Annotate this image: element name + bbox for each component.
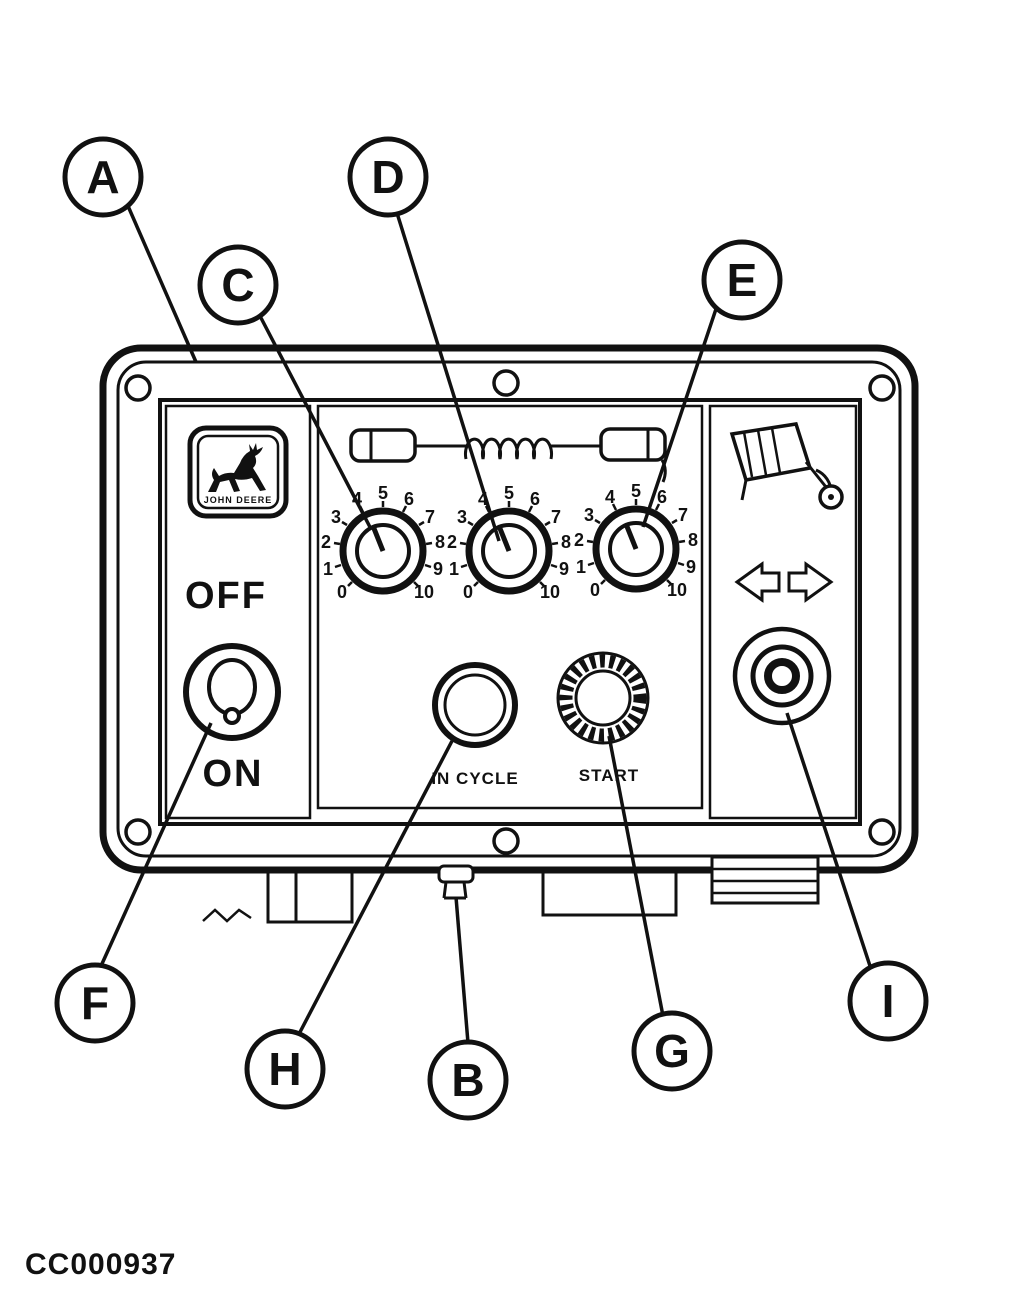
callout-g-leader xyxy=(607,735,665,1017)
screw-bottom-left xyxy=(124,818,152,846)
stud-head xyxy=(437,864,475,884)
stud-shank xyxy=(442,881,468,900)
callout-d-letter: D xyxy=(371,151,404,203)
marker-select-button xyxy=(732,626,832,726)
callout-a-leader xyxy=(126,205,198,363)
mounting-hardware xyxy=(202,855,820,924)
middle-section-frame xyxy=(316,404,704,810)
brand-text: JOHN DEERE xyxy=(204,495,273,505)
callout-c: C xyxy=(197,244,279,326)
in-cycle-lens xyxy=(443,673,507,737)
screw-bottom-middle xyxy=(492,827,520,855)
deer-icon xyxy=(208,443,266,492)
callout-a: A xyxy=(62,136,144,218)
callout-h: H xyxy=(244,1028,326,1110)
figure-code: CC000937 xyxy=(25,1248,176,1281)
callouts: A D C E F H B G xyxy=(54,136,929,1121)
start-label: START xyxy=(579,766,639,785)
callout-d: D xyxy=(347,136,429,218)
callout-b-circle xyxy=(427,1039,509,1121)
callout-i-circle xyxy=(847,960,929,1042)
cylinder-right-hook xyxy=(660,459,667,483)
in-cycle-button xyxy=(432,662,518,748)
callout-f-circle xyxy=(54,962,136,1044)
right-section xyxy=(729,422,844,726)
callout-a-letter: A xyxy=(86,151,119,203)
panel-body xyxy=(99,344,919,874)
start-knob xyxy=(556,651,650,745)
mounting-bracket-right xyxy=(541,868,678,917)
logo-inner-frame xyxy=(196,434,280,510)
screw-top-right xyxy=(868,374,896,402)
callout-f-letter: F xyxy=(81,977,109,1029)
callout-i-letter: I xyxy=(882,975,895,1027)
arrow-left xyxy=(734,561,781,603)
callout-c-letter: C xyxy=(221,259,254,311)
in-cycle-label: IN CYCLE xyxy=(431,769,518,788)
cylinder-icon-left xyxy=(349,428,417,463)
right-section-frame xyxy=(708,404,858,820)
callout-h-leader xyxy=(297,740,454,1035)
cylinder-icon-right xyxy=(599,427,667,462)
callout-e-circle xyxy=(701,239,783,321)
marker-button-bezel xyxy=(732,626,832,726)
callout-f: F xyxy=(54,962,136,1044)
panel-inner-border xyxy=(116,360,902,858)
left-section: JOHN DEERE OFF ON xyxy=(183,425,289,795)
callout-g-letter: G xyxy=(654,1025,690,1077)
screw-top-left xyxy=(124,374,152,402)
left-section-frame xyxy=(164,404,312,820)
callout-i: I xyxy=(847,960,929,1042)
callout-e-letter: E xyxy=(727,254,758,306)
callout-d-circle xyxy=(347,136,429,218)
callout-b: B xyxy=(427,1039,509,1121)
marker-button-ring xyxy=(750,644,814,708)
callout-a-circle xyxy=(62,136,144,218)
callout-c-circle xyxy=(197,244,279,326)
callout-h-circle xyxy=(244,1028,326,1110)
on-label: ON xyxy=(203,753,264,795)
screw-bottom-right xyxy=(868,818,896,846)
planter-icon xyxy=(729,422,844,510)
marker-button-center xyxy=(764,658,800,694)
planter-wheel-hub xyxy=(828,494,834,500)
callout-e: E xyxy=(701,239,783,321)
callout-f-leader xyxy=(99,722,213,967)
callout-h-letter: H xyxy=(268,1043,301,1095)
mounting-bracket-far-right xyxy=(710,855,820,905)
callout-g: G xyxy=(631,1010,713,1092)
in-cycle-bezel xyxy=(432,662,518,748)
middle-section: IN CYCLE START xyxy=(321,427,698,788)
mounting-bracket-left xyxy=(266,868,354,924)
callout-c-leader xyxy=(258,315,373,530)
callout-leaders xyxy=(99,205,873,1044)
toggle-bezel xyxy=(183,643,281,741)
start-knob-knurl xyxy=(559,654,647,742)
arrow-right xyxy=(787,561,834,603)
callout-b-letter: B xyxy=(451,1054,484,1106)
callout-e-leader xyxy=(641,305,719,528)
off-label: OFF xyxy=(185,575,267,617)
left-right-arrows-icon xyxy=(734,561,834,603)
power-toggle-switch xyxy=(183,643,281,741)
brand-logo: JOHN DEERE xyxy=(187,425,289,519)
start-knob-center xyxy=(574,669,632,727)
callout-i-leader xyxy=(785,712,873,970)
screw-top-middle xyxy=(492,369,520,397)
bracket-plate-lines xyxy=(712,867,818,895)
mounting-stud xyxy=(437,864,475,900)
callout-g-circle xyxy=(631,1010,713,1092)
callout-d-leader xyxy=(395,212,501,542)
toggle-tip xyxy=(223,707,241,725)
planter-hatch-lines xyxy=(742,427,782,478)
spring-icon xyxy=(464,437,553,460)
break-line xyxy=(202,908,252,923)
face-plate xyxy=(158,398,862,826)
callout-b-leader xyxy=(454,896,470,1044)
panel-outer-border xyxy=(99,344,919,874)
function-icon-row xyxy=(349,427,667,483)
